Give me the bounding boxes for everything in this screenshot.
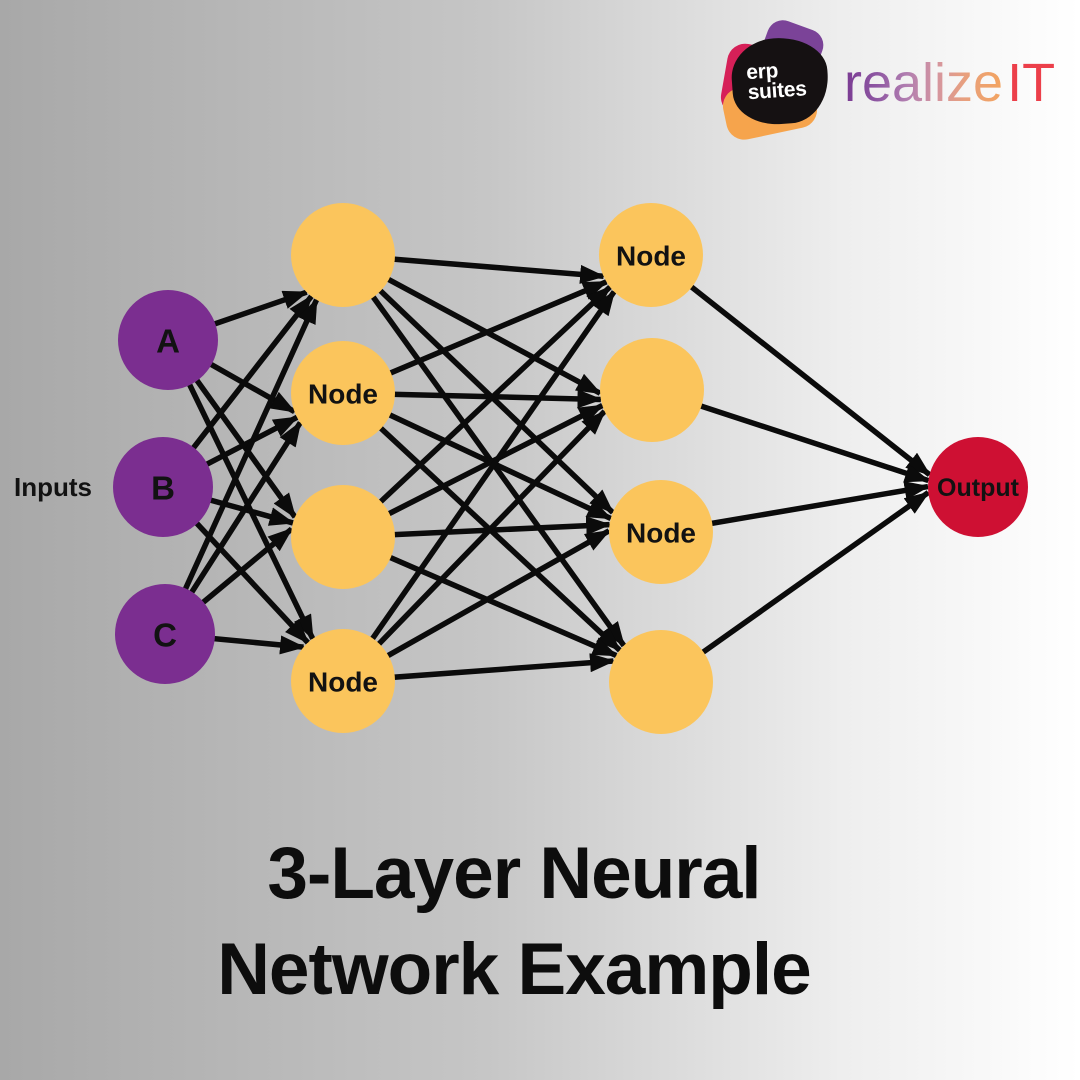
- input-node-A: [118, 290, 218, 390]
- edge-h1_2-to-h2_4: [341, 390, 622, 653]
- wordmark-realize: realize: [844, 53, 1004, 113]
- hidden2-node-h2_2: [600, 338, 704, 442]
- erp-suites-logo: erp suites realizeIT: [716, 15, 1076, 143]
- edge-h1_1-to-h2_3: [341, 253, 615, 515]
- input-node-C: [115, 584, 215, 684]
- hidden1-node-h1_4: [291, 629, 395, 733]
- edge-h2_4-to-out: [659, 490, 930, 685]
- edge-h2_1-to-out: [649, 252, 932, 477]
- edge-h1_4-to-h2_1: [340, 290, 617, 683]
- title-line-2: Network Example: [217, 929, 812, 1011]
- node-label-h1_2: Node: [308, 379, 378, 410]
- edge-h1_3-to-h2_1: [341, 284, 612, 540]
- node-label-h2_3: Node: [626, 518, 696, 549]
- logo-text-suites: suites: [746, 77, 808, 105]
- title-line-1: 3-Layer Neural: [267, 833, 761, 914]
- node-label-out: Output: [937, 474, 1020, 502]
- erp-suites-logo-mark-icon: erp suites: [718, 15, 831, 143]
- output-node-out: [928, 437, 1028, 537]
- node-label-A: A: [156, 323, 180, 360]
- edge-A-to-h1_4: [165, 338, 316, 641]
- node-label-B: B: [151, 470, 175, 507]
- wordmark-it: IT: [1007, 53, 1056, 113]
- node-label-h1_4: Node: [308, 667, 378, 698]
- edge-h1_1-to-h2_4: [340, 253, 627, 648]
- hidden1-node-h1_2: [291, 341, 395, 445]
- edge-C-to-h1_1: [162, 298, 320, 636]
- hidden2-node-h2_3: [609, 480, 713, 584]
- inputs-caption: Inputs: [14, 472, 92, 502]
- hidden1-node-h1_1: [291, 203, 395, 307]
- node-label-C: C: [153, 617, 177, 654]
- poster-title: 3-Layer Neural Network Example: [0, 826, 1054, 1019]
- edge-h1_4-to-h2_2: [341, 409, 607, 683]
- hidden2-node-h2_4: [609, 630, 713, 734]
- realize-it-wordmark: realizeIT: [844, 56, 1055, 110]
- node-label-h2_1: Node: [616, 241, 686, 272]
- hidden1-node-h1_3: [291, 485, 395, 589]
- hidden2-node-h2_1: [599, 203, 703, 307]
- input-node-B: [113, 437, 213, 537]
